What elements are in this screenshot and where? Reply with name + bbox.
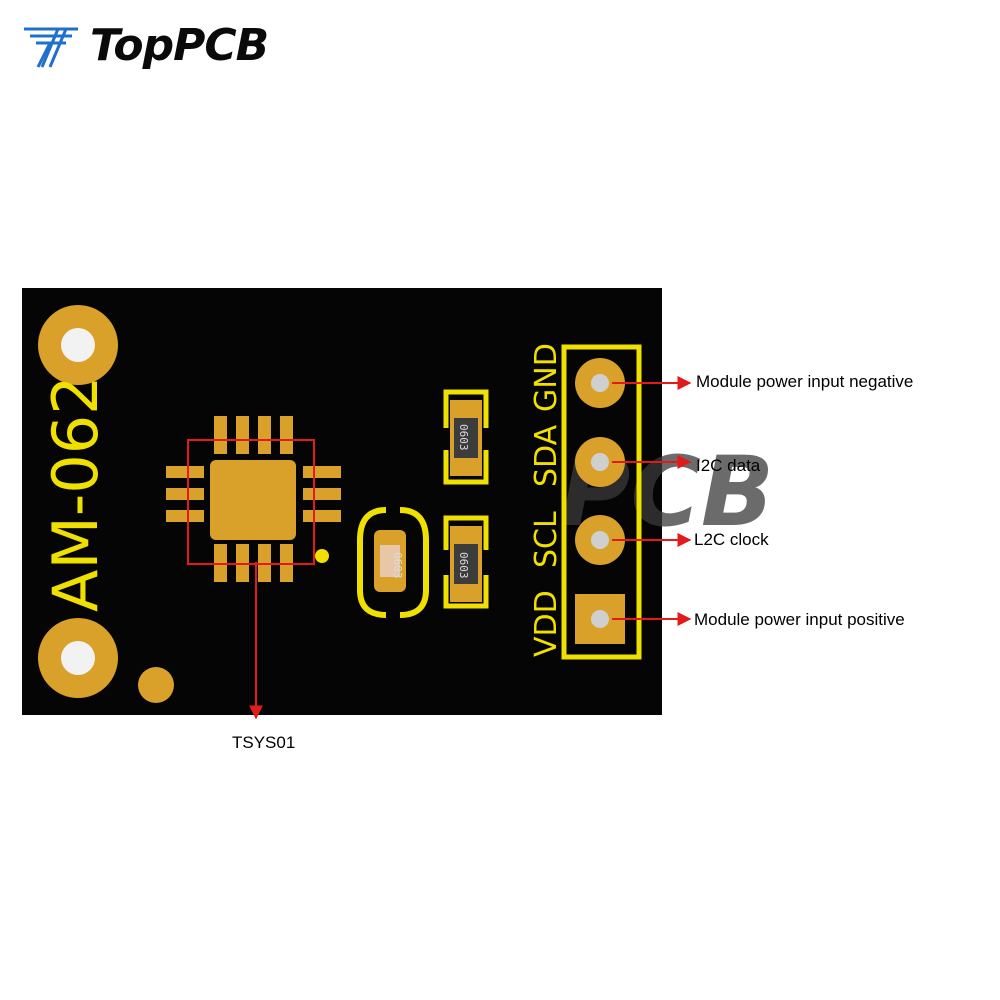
header-pad-sda (575, 437, 625, 487)
callout-label-gnd: Module power input negative (696, 372, 913, 391)
callout-label-chip: TSYS01 (232, 733, 295, 752)
resistor-2: 0603 (443, 515, 489, 609)
mounting-hole-bottom (38, 618, 118, 698)
mounting-hole-top (38, 305, 118, 385)
chip-highlight-box (187, 439, 315, 565)
pin-label-scl: SCL (529, 511, 564, 568)
header-pad-gnd (575, 358, 625, 408)
callout-label-sda: I2C data (696, 456, 761, 475)
header-pad-scl (575, 515, 625, 565)
resistor-1-code: 0603 (457, 424, 470, 451)
resistor-1: 0603 (443, 389, 489, 485)
callout-label-vdd: Module power input positive (694, 610, 905, 629)
resistor-2-code: 0603 (457, 552, 470, 579)
brand-logo: TopPCB (20, 20, 269, 71)
capacitor: 0603 (357, 507, 429, 618)
pin-label-sda: SDA (529, 424, 564, 487)
capacitor-code: 0603 (391, 552, 404, 579)
logo-mark-icon (24, 27, 78, 68)
pcb-board (22, 288, 662, 715)
pin-label-vdd: VDD (529, 590, 564, 657)
callout-label-scl: L2C clock (694, 530, 769, 549)
brand-name: TopPCB (90, 20, 269, 71)
model-silkscreen: AM-062 (39, 375, 112, 612)
chip-footprint (166, 416, 341, 582)
pin-label-gnd: GND (529, 343, 564, 412)
test-pad (138, 667, 174, 703)
pin1-marker (315, 549, 329, 563)
header-outline (561, 344, 642, 660)
